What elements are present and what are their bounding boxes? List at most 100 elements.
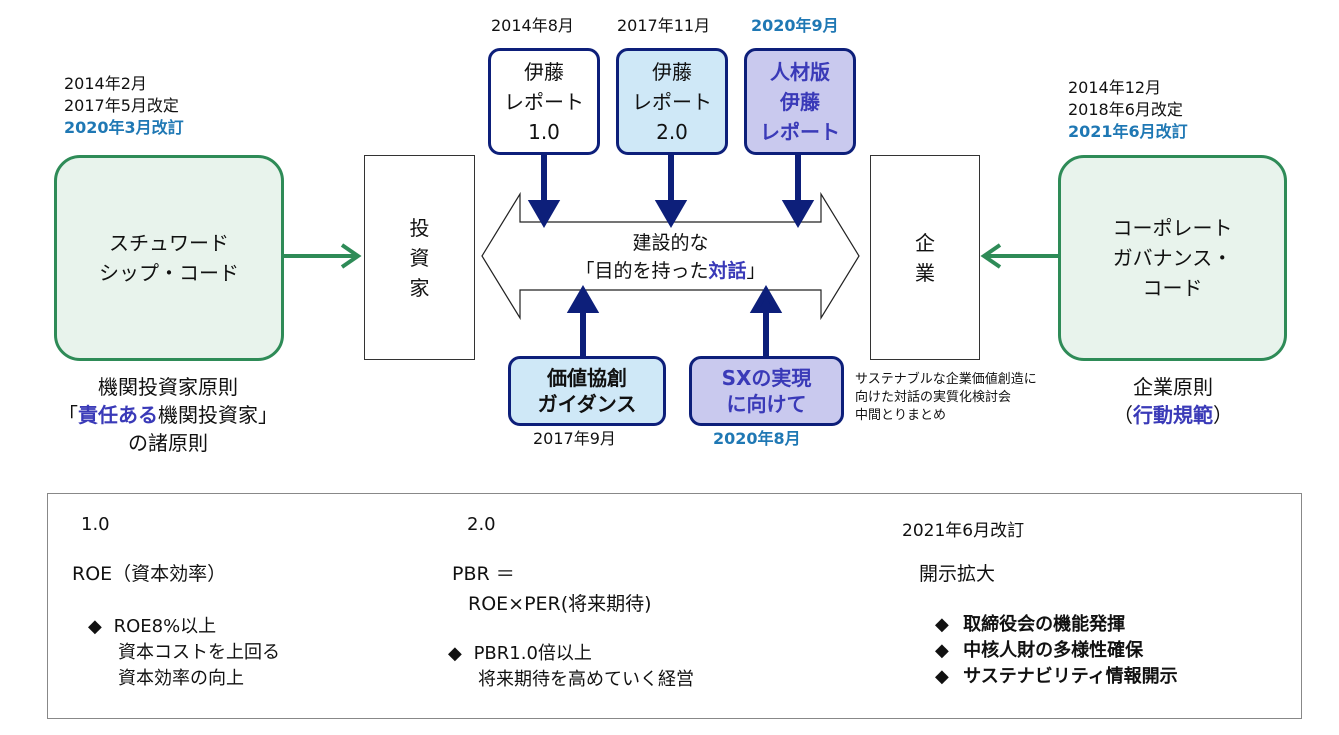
ito-report-1-line-3: 1.0 (528, 119, 560, 144)
bullet-diamond-icon: ◆ (448, 643, 462, 664)
stewardship-caption-line-1: 機関投資家原則 (98, 375, 238, 399)
panel-col-3-bullet-3: ◆ サステナビリティ情報開示 (935, 664, 1178, 690)
governance-date-revised: 2021年6月改訂 (1068, 122, 1188, 141)
ito-report-2-line-3: 2.0 (656, 119, 688, 144)
stewardship-caption-highlight: 責任ある (78, 403, 158, 427)
governance-caption-line-2: （行動規範） (1073, 401, 1273, 429)
company-char-2: 業 (915, 260, 935, 285)
panel-col-3-bullet-1-text: 取締役会の機能発揮 (963, 614, 1126, 635)
sx-note-line-2: 向けた対話の実質化検討会 (855, 390, 1012, 405)
investor-box: 投 資 家 (364, 155, 475, 360)
stewardship-date-1: 2014年2月 (64, 74, 147, 93)
dialogue-line-2: 「目的を持った対話」 (520, 257, 821, 285)
stewardship-caption-open: 「 (58, 403, 78, 427)
sx-line-2: に向けて (726, 392, 807, 416)
stewardship-date-revised: 2020年3月改訂 (64, 118, 184, 137)
dialogue-suffix: 」 (746, 260, 766, 282)
stewardship-code-line-1: スチュワード (109, 231, 229, 255)
panel-col-1-bullet-row: ◆ ROE8%以上 (88, 614, 280, 640)
governance-code-line-1: コーポレート (1112, 216, 1233, 240)
panel-col-2-bullet-head: PBR1.0倍以上 (473, 643, 592, 664)
dialogue-prefix: 「目的を持った (575, 260, 709, 282)
governance-code-line-2: ガバナンス・ (1112, 246, 1233, 270)
stewardship-dates: 2014年2月 2017年5月改定 2020年3月改訂 (64, 73, 184, 139)
bullet-diamond-icon: ◆ (935, 614, 949, 635)
green-arrow-left (284, 243, 362, 269)
sx-date: 2020年8月 (713, 429, 801, 448)
dialogue-double-arrow (481, 191, 860, 321)
sx-note-line-3: 中間とりまとめ (855, 408, 947, 423)
sx-note-line-1: サステナブルな企業価値創造に (855, 372, 1037, 387)
investor-char-2: 資 (409, 245, 430, 270)
panel-col-1-header: 1.0 (81, 514, 110, 535)
ito-report-2-box: 伊藤 レポート 2.0 (616, 48, 728, 155)
governance-caption-open: （ (1113, 403, 1133, 427)
ito-report-1-box: 伊藤 レポート 1.0 (488, 48, 600, 155)
stewardship-caption: 機関投資家原則 「責任ある機関投資家」 の諸原則 (18, 373, 318, 457)
panel-col-3-bullet-block: ◆ 取締役会の機能発揮 ◆ 中核人財の多様性確保 ◆ サステナビリティ情報開示 (935, 612, 1178, 690)
ito-report-hr-line-2: 伊藤 (780, 89, 820, 114)
dialogue-highlight: 対話 (708, 260, 747, 282)
panel-col-3-bullet-2: ◆ 中核人財の多様性確保 (935, 638, 1178, 664)
summary-panel: 1.0 ROE（資本効率） ◆ ROE8%以上 資本コストを上回る 資本効率の向… (47, 493, 1302, 719)
ito-report-hr-line-1: 人材版 (770, 59, 830, 84)
investor-char-1: 投 (409, 215, 430, 240)
sx-line-1: SXの実現 (721, 366, 812, 390)
panel-col-2-bullet-block: ◆ PBR1.0倍以上 将来期待を高めていく経営 (448, 641, 694, 693)
governance-code-box: コーポレート ガバナンス・ コード (1058, 155, 1287, 361)
sx-box: SXの実現 に向けて (689, 356, 844, 426)
stewardship-date-2: 2017年5月改定 (64, 96, 179, 115)
report-3-date: 2020年9月 (751, 16, 839, 35)
value-guidance-date: 2017年9月 (533, 429, 616, 448)
dialogue-text: 建設的な 「目的を持った対話」 (520, 229, 821, 285)
sx-note: サステナブルな企業価値創造に 向けた対話の実質化検討会 中間とりまとめ (855, 371, 1037, 425)
panel-col-2-title-2: ROE×PER(将来期待) (468, 593, 652, 615)
panel-col-3-title: 開示拡大 (919, 563, 996, 585)
bullet-diamond-icon: ◆ (935, 640, 949, 661)
stewardship-code-line-2: シップ・コード (99, 261, 239, 285)
ito-report-2-line-2: レポート (632, 89, 712, 114)
stewardship-caption-rest: 機関投資家」 (158, 403, 278, 427)
governance-code-line-3: コード (1142, 276, 1203, 300)
panel-col-3-bullet-1: ◆ 取締役会の機能発揮 (935, 612, 1178, 638)
panel-col-2-line-1: 将来期待を高めていく経営 (478, 669, 694, 690)
stewardship-caption-line-2: 「責任ある機関投資家」 (18, 401, 318, 429)
panel-col-1-line-2: 資本効率の向上 (118, 668, 244, 689)
panel-col-2-title-1: PBR ＝ (452, 563, 515, 585)
governance-date-1: 2014年12月 (1068, 78, 1162, 97)
panel-col-1-bullet-head: ROE8%以上 (113, 616, 217, 637)
bullet-diamond-icon: ◆ (935, 666, 949, 687)
panel-col-3-header: 2021年6月改訂 (902, 521, 1025, 541)
stewardship-caption-line-3: の諸原則 (128, 431, 208, 455)
green-arrow-right (980, 243, 1058, 269)
dialogue-line-1: 建設的な (632, 232, 709, 254)
panel-col-1-line-1: 資本コストを上回る (118, 642, 280, 663)
value-guidance-box: 価値協創 ガイダンス (508, 356, 666, 426)
report-2-date: 2017年11月 (617, 16, 711, 35)
ito-report-2-line-1: 伊藤 (652, 59, 692, 84)
ito-report-hr-line-3: レポート (760, 119, 840, 144)
investor-char-3: 家 (409, 275, 430, 300)
company-box: 企 業 (870, 155, 980, 360)
ito-report-hr-box: 人材版 伊藤 レポート (744, 48, 856, 155)
governance-caption-line-1: 企業原則 (1133, 375, 1213, 399)
governance-caption-highlight: 行動規範 (1133, 403, 1213, 427)
governance-dates: 2014年12月 2018年6月改定 2021年6月改訂 (1068, 77, 1188, 143)
panel-col-3-bullet-2-text: 中核人財の多様性確保 (963, 640, 1144, 661)
company-char-1: 企 (915, 230, 935, 255)
governance-caption: 企業原則 （行動規範） (1073, 373, 1273, 429)
report-1-date: 2014年8月 (491, 16, 574, 35)
panel-col-3-bullet-3-text: サステナビリティ情報開示 (963, 666, 1178, 687)
ito-report-1-line-1: 伊藤 (524, 59, 564, 84)
bullet-diamond-icon: ◆ (88, 616, 102, 637)
panel-col-1-title: ROE（資本効率） (72, 563, 227, 585)
governance-date-2: 2018年6月改定 (1068, 100, 1183, 119)
value-guidance-line-2: ガイダンス (537, 392, 637, 416)
panel-col-1-bullet-block: ◆ ROE8%以上 資本コストを上回る 資本効率の向上 (88, 614, 280, 692)
ito-report-1-line-2: レポート (504, 89, 584, 114)
value-guidance-line-1: 価値協創 (547, 366, 627, 390)
stewardship-code-box: スチュワード シップ・コード (54, 155, 284, 361)
panel-col-2-bullet-row: ◆ PBR1.0倍以上 (448, 641, 694, 667)
governance-caption-close: ） (1213, 403, 1233, 427)
